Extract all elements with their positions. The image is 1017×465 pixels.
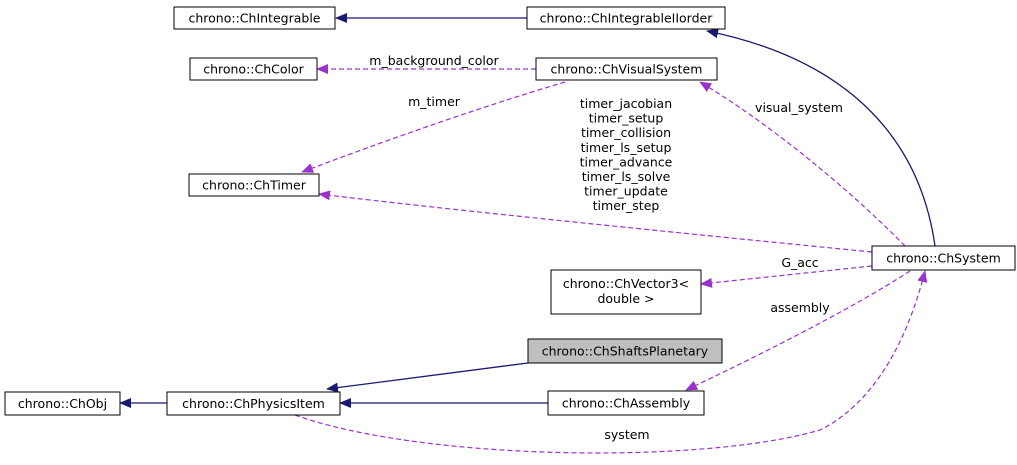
node-label-chintegrable: chrono::ChIntegrable xyxy=(189,11,321,26)
node-label-chvector3-line1: chrono::ChVector3< xyxy=(563,276,689,291)
node-label-chassembly: chrono::ChAssembly xyxy=(562,396,691,411)
edge-label-timer-line: timer_step xyxy=(593,198,660,213)
node-chobj[interactable]: chrono::ChObj xyxy=(4,391,121,416)
edge-label-timer-line: timer_setup xyxy=(589,111,664,126)
node-label-chshaftsplanetary: chrono::ChShaftsPlanetary xyxy=(542,344,709,359)
node-chvector3-double[interactable]: chrono::ChVector3< double > xyxy=(550,269,702,315)
node-label-chintegrableiiorder: chrono::ChIntegrableIIorder xyxy=(540,11,714,26)
edge-system-to-vector3 xyxy=(700,265,873,288)
node-chvisualsystem[interactable]: chrono::ChVisualSystem xyxy=(535,57,718,81)
node-label-chphysicsitem: chrono::ChPhysicsItem xyxy=(182,396,325,411)
edge-label-timers: timer_jacobiantimer_setuptimer_collision… xyxy=(580,96,673,213)
node-label-chtimer: chrono::ChTimer xyxy=(202,178,307,193)
edge-label-g-acc: G_acc xyxy=(781,255,818,270)
edge-label-timer-line: timer_advance xyxy=(580,154,673,169)
edge-label-m-timer: m_timer xyxy=(408,94,461,109)
node-chsystem[interactable]: chrono::ChSystem xyxy=(871,245,1016,271)
node-label-chvector3-line2: double > xyxy=(597,291,654,306)
edge-visualsystem-to-timer xyxy=(301,81,566,173)
node-chassembly[interactable]: chrono::ChAssembly xyxy=(547,390,705,416)
edge-label-timer-line: timer_ls_setup xyxy=(581,140,672,155)
edge-shaftsplanetary-to-physicsitem xyxy=(326,362,529,393)
node-chintegrable[interactable]: chrono::ChIntegrable xyxy=(173,6,336,30)
edge-label-timer-line: timer_jacobian xyxy=(580,96,672,111)
node-chtimer[interactable]: chrono::ChTimer xyxy=(188,173,320,197)
edge-system-to-visualsystem xyxy=(699,81,906,247)
edge-label-assembly: assembly xyxy=(770,300,830,315)
edge-label-timer-line: timer_update xyxy=(584,184,668,199)
node-chphysicsitem[interactable]: chrono::ChPhysicsItem xyxy=(166,391,341,416)
edge-system-to-timer xyxy=(318,190,873,253)
edge-label-background-color: m_background_color xyxy=(369,53,499,68)
node-label-chobj: chrono::ChObj xyxy=(18,396,107,411)
node-chshaftsplanetary[interactable]: chrono::ChShaftsPlanetary xyxy=(527,338,723,364)
node-chcolor[interactable]: chrono::ChColor xyxy=(189,57,318,81)
edge-label-timer-line: timer_collision xyxy=(581,125,671,140)
edge-label-system: system xyxy=(604,427,649,442)
node-label-chvisualsystem: chrono::ChVisualSystem xyxy=(551,62,703,77)
node-chintegrableiiorder[interactable]: chrono::ChIntegrableIIorder xyxy=(526,6,726,30)
edge-label-timer-line: timer_ls_solve xyxy=(582,169,671,184)
edge-system-to-assembly xyxy=(685,270,911,391)
edge-physicsitem-to-system xyxy=(294,270,928,454)
edge-label-visual-system: visual_system xyxy=(755,100,843,115)
node-label-chcolor: chrono::ChColor xyxy=(203,62,304,77)
edge-system-to-integrableiiorder xyxy=(706,28,936,247)
node-label-chsystem: chrono::ChSystem xyxy=(886,251,1001,266)
